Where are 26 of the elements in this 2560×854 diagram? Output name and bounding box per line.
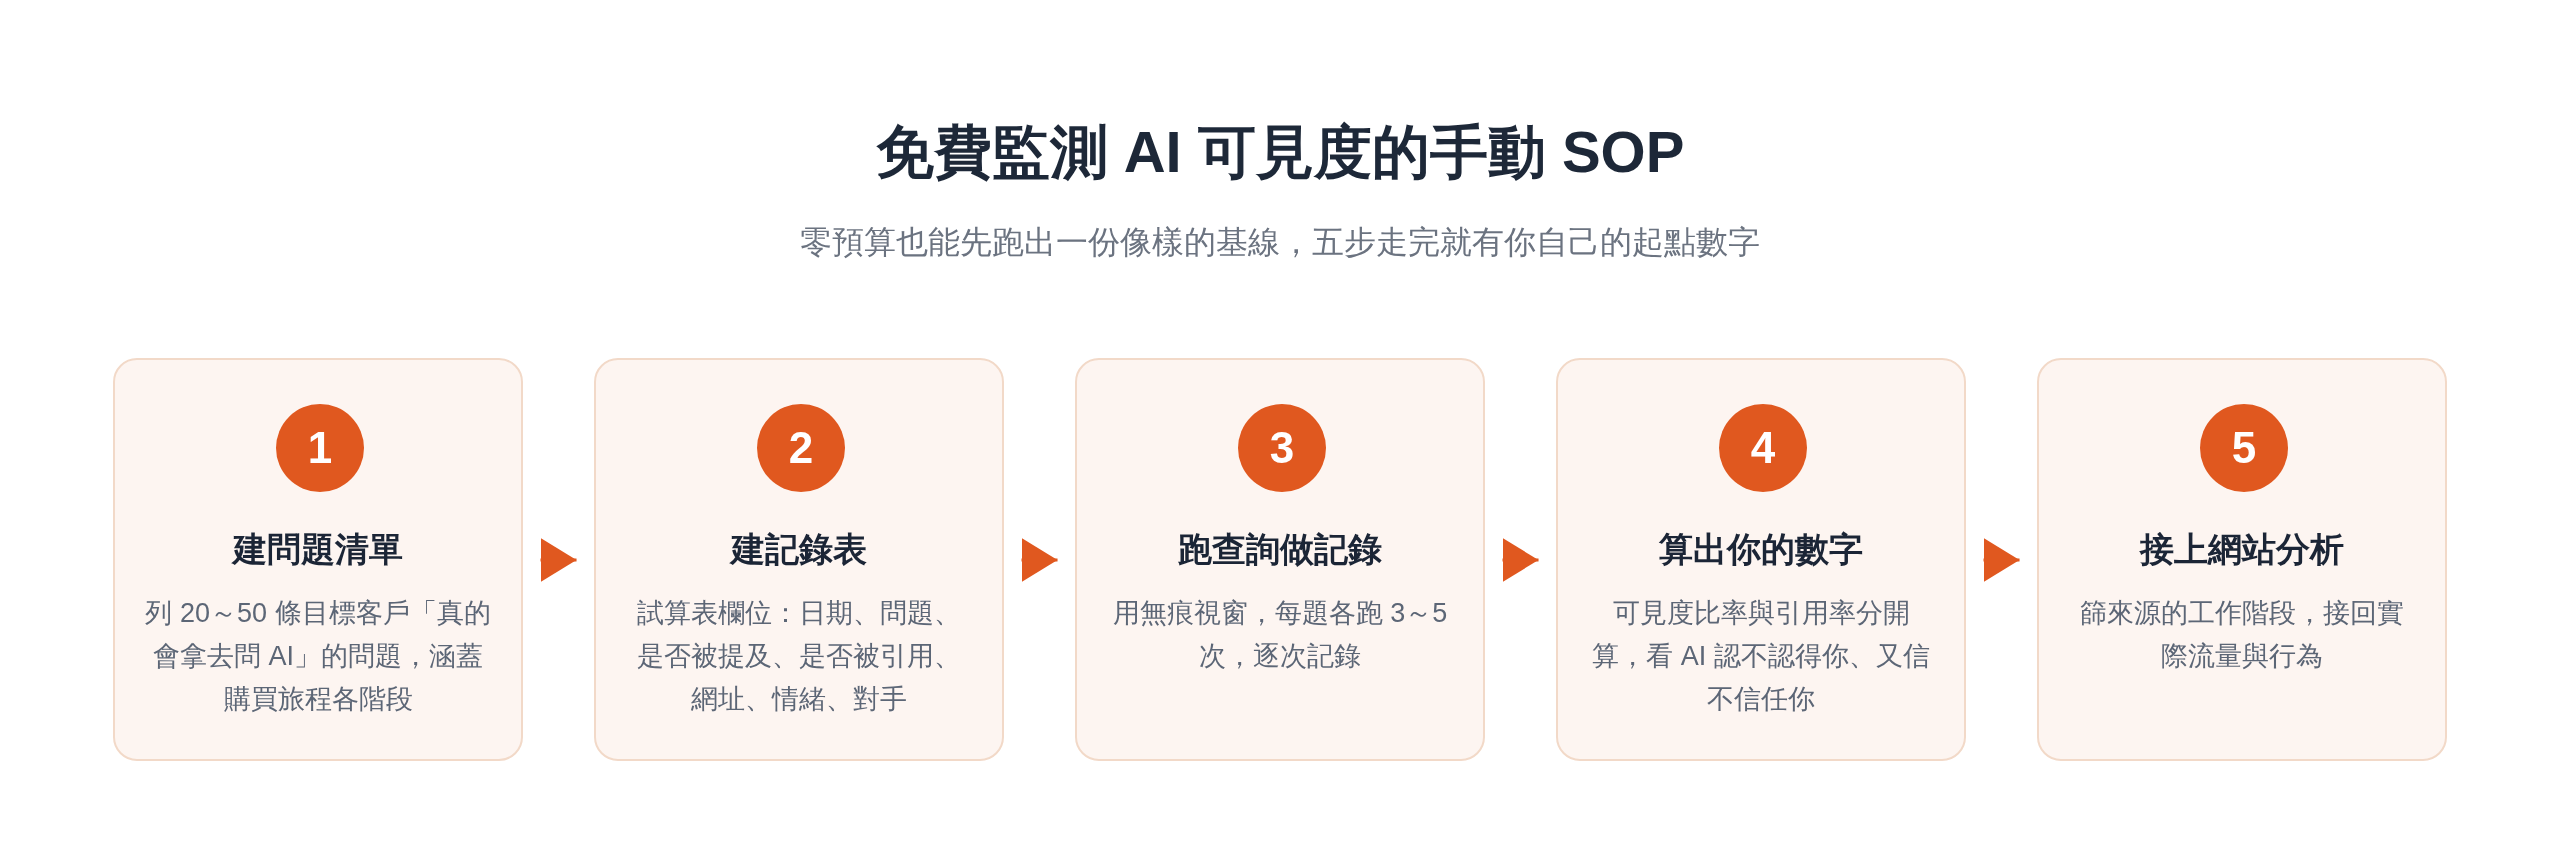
subtitle: 零預算也能先跑出一份像樣的基線，五步走完就有你自己的起點數字 (800, 223, 1760, 262)
arrow (1983, 538, 2020, 582)
step-title: 跑查詢做記錄 (1178, 529, 1382, 570)
step-title: 接上網站分析 (2140, 529, 2344, 570)
step-description: 列 20～50 條目標客戶「真的會拿去問 AI」的問題，涵蓋購買旅程各階段 (144, 597, 492, 716)
step-description: 用無痕視窗，每題各跑 3～5 次，逐次記錄 (1111, 597, 1449, 673)
title: 免費監測 AI 可見度的手動 SOP (875, 118, 1685, 186)
arrow (540, 538, 577, 582)
step-number: 1 (276, 404, 364, 492)
step-description: 可見度比率與引用率分開算，看 AI 認不認得你、又信不信任你 (1591, 597, 1931, 716)
step-card (1556, 358, 1966, 761)
step-number: 5 (2200, 404, 2288, 492)
step-card (1075, 358, 1485, 761)
step-card (113, 358, 523, 761)
arrow (1502, 538, 1539, 582)
step-number: 3 (1238, 404, 1326, 492)
step-number: 2 (757, 404, 845, 492)
step-title: 建記錄表 (731, 529, 867, 570)
step-card (2037, 358, 2447, 761)
step-title: 建問題清單 (233, 529, 403, 570)
step-description: 試算表欄位：日期、問題、是否被提及、是否被引用、網址、情緒、對手 (636, 597, 962, 716)
step-title: 算出你的數字 (1659, 529, 1863, 570)
step-description: 篩來源的工作階段，接回實際流量與行為 (2079, 597, 2405, 673)
step-card (594, 358, 1004, 761)
step-number: 4 (1719, 404, 1807, 492)
arrow (1021, 538, 1058, 582)
